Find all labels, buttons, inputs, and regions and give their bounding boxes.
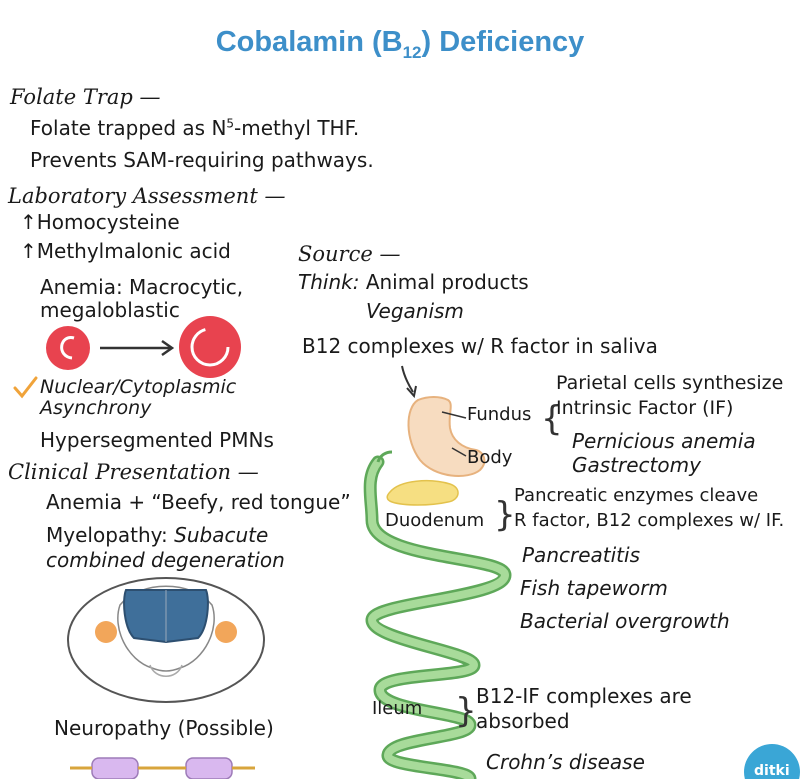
small-intestine-fill <box>366 458 510 779</box>
fundus-brace: { <box>541 399 563 439</box>
source-think: Think: Animal products <box>298 270 529 294</box>
saliva-arrow <box>401 365 414 393</box>
clinical-neuropathy: Neuropathy (Possible) <box>54 716 274 740</box>
up-arrow-icon: ↑ <box>20 239 37 263</box>
gray-matter-outline <box>117 585 215 672</box>
rbc-arrowhead <box>161 339 175 357</box>
ventral-fissure <box>149 664 183 677</box>
source-veganism: Veganism <box>366 299 464 323</box>
lab-async-2: Asynchrony <box>40 397 152 419</box>
lab-pmn: Hypersegmented PMNs <box>40 428 274 452</box>
esophagus <box>376 450 393 463</box>
parietal-line2: Intrinsic Factor (IF) <box>556 397 734 419</box>
nerve-segment-right <box>185 757 233 779</box>
cause-pancreatitis: Pancreatitis <box>522 543 640 567</box>
clinical-myelo-2: combined degeneration <box>46 548 285 572</box>
absorb-line2: absorbed <box>476 709 570 733</box>
lab-heading: Laboratory Assessment — <box>8 184 286 208</box>
lab-mma: ↑Methylmalonic acid <box>20 239 231 263</box>
cause-crohns: Crohn’s disease <box>486 750 645 774</box>
source-heading: Source — <box>298 242 401 266</box>
right-lateral-tract <box>215 621 237 643</box>
pancreatic-line1: Pancreatic enzymes cleave <box>514 485 759 506</box>
body-pointer <box>451 447 467 457</box>
lab-homocysteine: ↑Homocysteine <box>20 210 180 234</box>
macrocytic-rbc-highlight <box>190 327 230 367</box>
clinical-heading: Clinical Presentation — <box>8 460 259 484</box>
clinical-myelo-1: Myelopathy: Subacute <box>46 523 269 547</box>
cause-bacterial: Bacterial overgrowth <box>520 609 730 633</box>
folate-trap-heading: Folate Trap — <box>10 85 161 109</box>
label-body: Body <box>467 447 513 468</box>
up-arrow-icon: ↑ <box>20 210 37 234</box>
lab-async-1: Nuclear/Cytoplasmic <box>40 376 237 398</box>
nerve-segment-left <box>91 757 139 779</box>
normal-rbc-highlight <box>60 336 75 360</box>
absorb-line1: B12-IF complexes are <box>476 684 692 708</box>
label-duodenum: Duodenum <box>385 510 485 531</box>
parietal-line1: Parietal cells synthesize <box>556 372 784 394</box>
saliva-arrowhead <box>406 385 417 399</box>
ditki-logo-text: ditki <box>754 763 790 779</box>
lab-anemia-1: Anemia: Macrocytic, <box>40 275 244 299</box>
folate-trap-line1: Folate trapped as N5-methyl THF. <box>30 116 360 140</box>
page-title: Cobalamin (B12) Deficiency <box>215 26 585 62</box>
cause-tapeworm: Fish tapeworm <box>520 576 668 600</box>
duodenum-brace: } <box>494 495 516 535</box>
check-icon <box>13 376 38 399</box>
normal-rbc <box>46 326 90 370</box>
macrocytic-rbc <box>179 316 241 378</box>
pancreatic-line2: R factor, B12 complexes w/ IF. <box>514 510 785 531</box>
cause-gastrectomy: Gastrectomy <box>572 453 701 477</box>
source-rfactor: B12 complexes w/ R factor in saliva <box>302 334 658 358</box>
cause-pernicious: Pernicious anemia <box>572 429 756 453</box>
clinical-tongue: Anemia + “Beefy, red tongue” <box>46 490 351 514</box>
lab-anemia-2: megaloblastic <box>40 298 180 322</box>
pancreas <box>386 479 459 506</box>
left-lateral-tract <box>95 621 117 643</box>
folate-trap-line2: Prevents SAM-requiring pathways. <box>30 148 374 172</box>
fundus-pointer <box>441 411 467 419</box>
ditki-logo <box>744 744 800 779</box>
label-fundus: Fundus <box>467 404 532 425</box>
ileum-brace: } <box>455 691 477 731</box>
label-ileum: Ileum <box>372 698 423 719</box>
